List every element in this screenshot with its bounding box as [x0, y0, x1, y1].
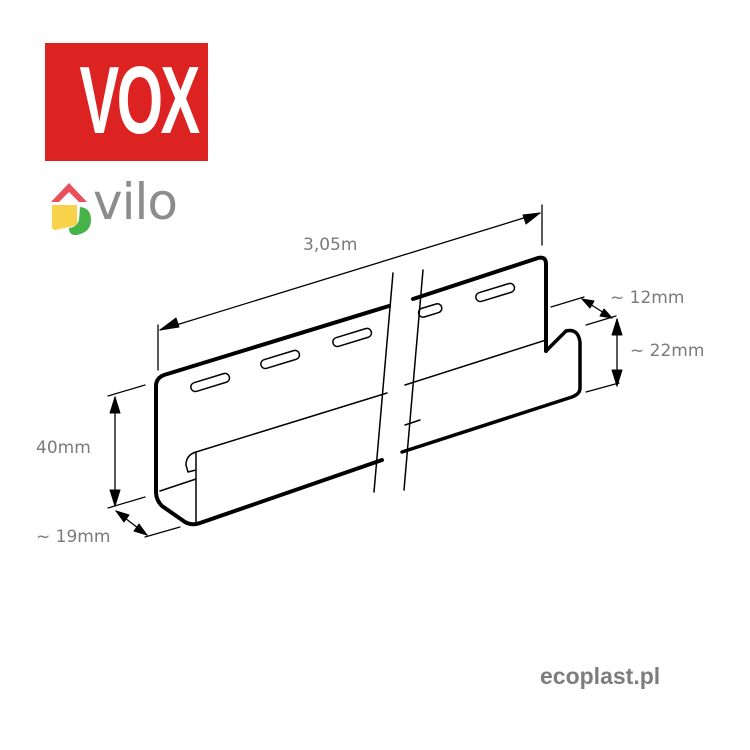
depth-label: ~ 19mm	[36, 527, 111, 547]
vox-logo-text: VOX	[79, 47, 201, 154]
length-label: 3,05m	[303, 235, 358, 255]
website-label: ecoplast.pl	[540, 663, 661, 689]
house-icon	[51, 183, 91, 236]
flange-label: ~ 12mm	[610, 288, 685, 308]
vilo-logo: vilo	[47, 173, 212, 240]
vilo-logo-text: vilo	[93, 173, 178, 231]
vox-logo: VOX	[45, 43, 208, 161]
height-label: 40mm	[36, 438, 91, 458]
lip-height-label: ~ 22mm	[630, 341, 705, 361]
